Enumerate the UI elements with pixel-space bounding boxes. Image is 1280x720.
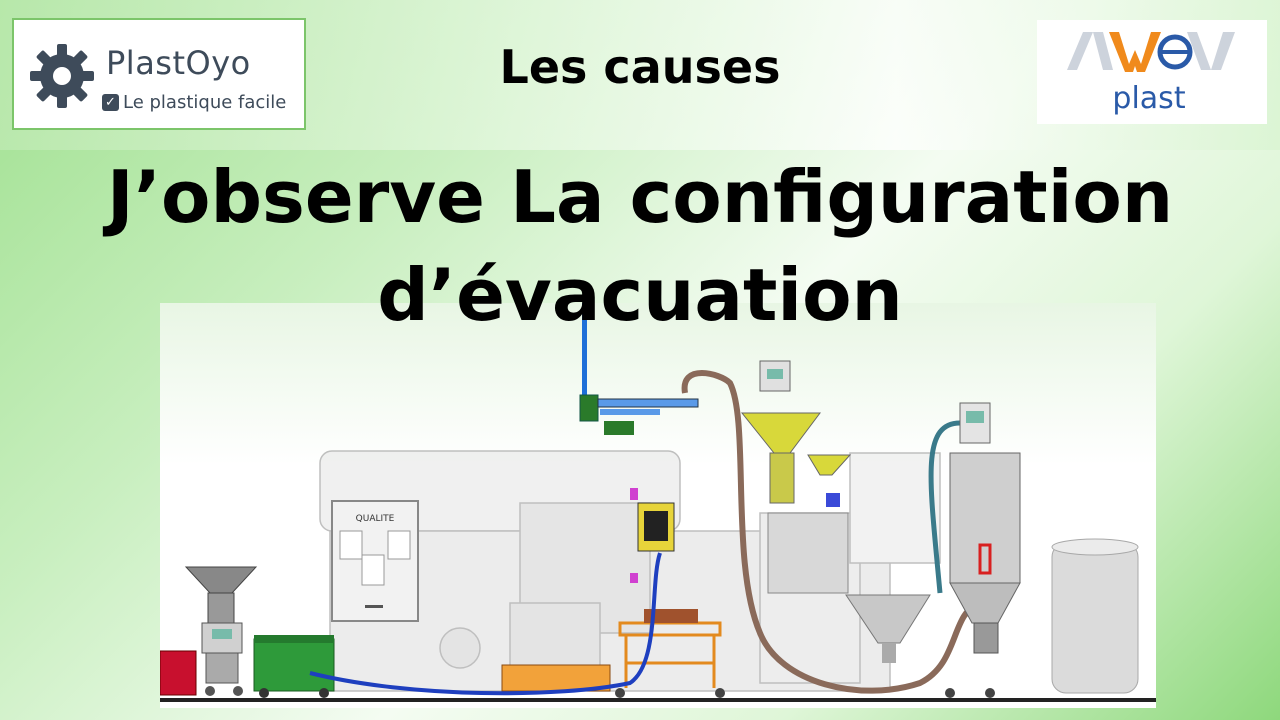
injection-machine-illustration: QUALITE [159,303,1156,708]
cabinet-label: QUALITE [356,514,395,524]
brand-right-name: plast [1112,81,1185,116]
conveyor-table [618,621,722,688]
dryer-tower [949,402,1021,654]
hopper-dryer [740,360,852,594]
quality-cabinet: QUALITE [331,500,419,622]
slide-title: J’observe La configuration d’évacuation [106,155,1174,337]
slide-subtitle: Les causes [499,40,781,94]
checkbox-icon: ✓ [102,94,119,111]
granulator [184,566,258,696]
green-bin [253,635,335,698]
illustration-svg: QUALITE [159,303,1156,702]
plastoyo-logo: PlastOyo ✓ Le plastique facile [12,18,306,130]
awev-logo-graphic: plast [1067,32,1235,116]
barrel [1051,538,1139,694]
red-bin [159,650,197,696]
gear-icon [30,44,94,108]
tagline-row: ✓ Le plastique facile [102,92,286,113]
tagline: Le plastique facile [123,92,287,113]
awev-plast-logo: plast [1037,20,1267,124]
orange-tray [501,664,611,692]
control-module [630,488,675,583]
funnel [845,594,931,663]
brand-name: PlastOyo [106,44,251,82]
